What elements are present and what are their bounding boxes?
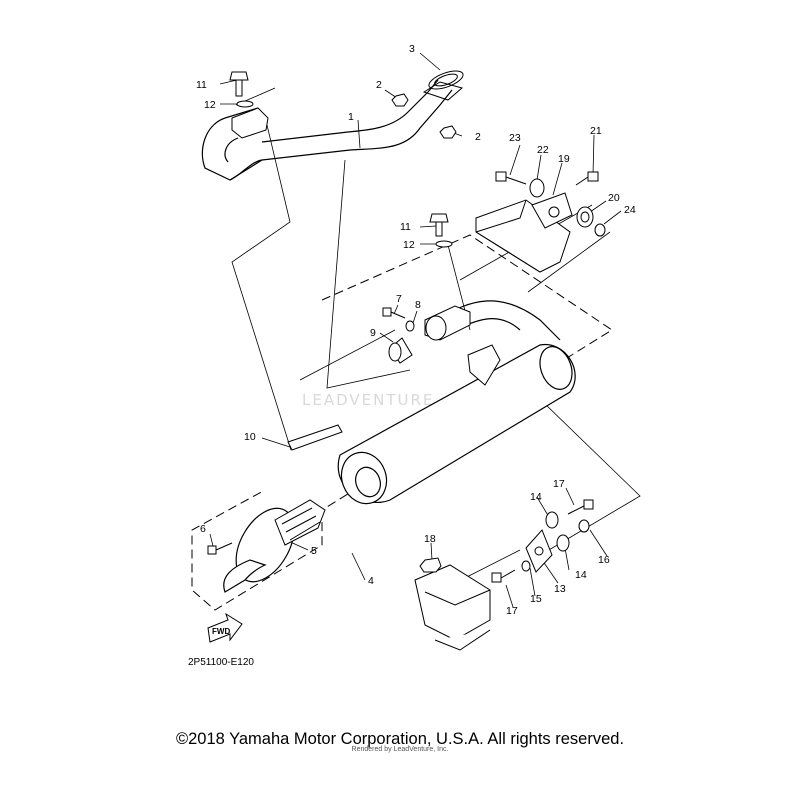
drawing-code: 2P51100-E120 bbox=[188, 657, 254, 668]
nut-2-left bbox=[391, 93, 409, 107]
watermark-text: LEADVENTURE bbox=[302, 391, 434, 409]
callout-24: 24 bbox=[624, 204, 636, 216]
callout-22: 22 bbox=[537, 144, 549, 156]
bolt-7 bbox=[382, 307, 406, 319]
collar-22 bbox=[529, 178, 545, 198]
callout-5: 5 bbox=[311, 545, 317, 557]
callout-12a: 12 bbox=[204, 99, 216, 111]
washer-12-upper bbox=[236, 100, 254, 108]
callout-13: 13 bbox=[554, 583, 566, 595]
muffler-assembly-outline bbox=[191, 234, 613, 611]
callout-19: 19 bbox=[558, 153, 570, 165]
bolt-11-lower bbox=[429, 213, 449, 237]
washer-16 bbox=[578, 519, 590, 533]
callout-14b: 14 bbox=[575, 569, 587, 581]
fwd-label: FWD bbox=[212, 627, 230, 636]
washer-24 bbox=[594, 223, 606, 237]
callout-20: 20 bbox=[608, 192, 620, 204]
callout-11a: 11 bbox=[196, 79, 207, 91]
callout-17b: 17 bbox=[506, 605, 518, 617]
callout-9: 9 bbox=[370, 327, 376, 339]
bolt-21 bbox=[575, 171, 599, 186]
leader-lines bbox=[209, 52, 622, 608]
callout-2b: 2 bbox=[475, 131, 481, 143]
callout-6: 6 bbox=[200, 523, 206, 535]
bolt-11-upper bbox=[229, 71, 249, 97]
callout-21: 21 bbox=[590, 125, 602, 137]
copyright-notice: ©2018 Yamaha Motor Corporation, U.S.A. A… bbox=[175, 730, 625, 748]
callout-16: 16 bbox=[598, 554, 610, 566]
callout-8: 8 bbox=[415, 299, 421, 311]
callout-12b: 12 bbox=[403, 239, 415, 251]
washer-15 bbox=[521, 560, 531, 572]
callout-23: 23 bbox=[509, 132, 521, 144]
bolt-6 bbox=[207, 542, 233, 555]
nut-8 bbox=[405, 320, 415, 332]
mount-plate-19 bbox=[531, 192, 573, 229]
gasket-9 bbox=[388, 337, 413, 364]
callout-2a: 2 bbox=[376, 79, 382, 91]
bolt-17-lower bbox=[491, 569, 516, 583]
callout-3: 3 bbox=[409, 43, 415, 55]
mount-plate-13 bbox=[525, 529, 553, 573]
callout-7: 7 bbox=[396, 293, 402, 305]
callout-11b: 11 bbox=[400, 221, 411, 233]
bolt-23 bbox=[495, 171, 527, 185]
damper-20 bbox=[576, 206, 594, 228]
callout-labels: 1 2 2 3 4 5 6 7 8 9 10 11 11 12 12 13 14… bbox=[196, 43, 636, 617]
nut-2-right bbox=[439, 125, 457, 139]
pipe-clamp bbox=[231, 107, 269, 139]
bolt-17-upper bbox=[567, 499, 594, 515]
callout-4: 4 bbox=[368, 575, 374, 587]
callout-10: 10 bbox=[244, 431, 256, 443]
callout-14a: 14 bbox=[530, 491, 542, 503]
muffler-bracket-tab bbox=[467, 344, 501, 386]
pipe-clamp-lower bbox=[424, 305, 471, 341]
callout-15: 15 bbox=[530, 593, 542, 605]
spark-arrestor-5 bbox=[274, 499, 326, 546]
exhaust-flange bbox=[422, 70, 464, 101]
damper-14-upper bbox=[545, 511, 559, 529]
bracket-10 bbox=[287, 424, 343, 451]
washer-12-lower bbox=[435, 240, 453, 248]
nut-18 bbox=[419, 557, 442, 573]
lower-frame-bracket bbox=[414, 564, 491, 651]
muffler bbox=[337, 343, 576, 505]
rendered-by-credit: Rendered by LeadVenture, Inc. bbox=[351, 746, 449, 753]
damper-14-lower bbox=[556, 534, 570, 552]
callout-17a: 17 bbox=[553, 478, 565, 490]
callout-1: 1 bbox=[348, 111, 354, 123]
fwd-arrow: FWD bbox=[207, 612, 243, 643]
callout-18: 18 bbox=[424, 533, 436, 545]
